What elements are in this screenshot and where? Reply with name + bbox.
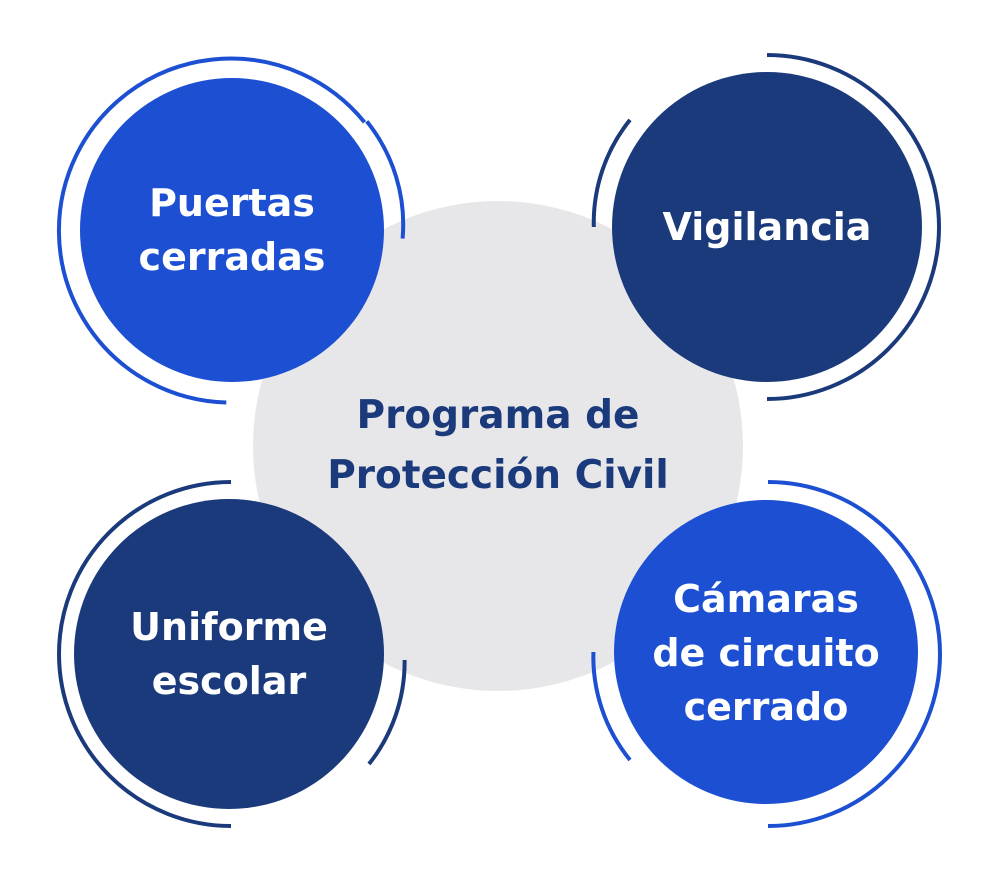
label-uniforme-escolar: Uniforme escolar xyxy=(130,605,328,703)
outer-arc-uniforme-escolar xyxy=(57,480,232,828)
circle-camaras-circuito-cerrado xyxy=(614,500,918,804)
center-label: Programa de Protección Civil xyxy=(327,393,669,498)
node-uniforme-escolar xyxy=(57,480,407,828)
center-circle xyxy=(253,201,743,691)
circle-uniforme-escolar xyxy=(74,499,384,809)
inner-arc-uniforme-escolar xyxy=(367,659,407,766)
inner-arc-vigilancia xyxy=(591,118,632,228)
circle-vigilancia xyxy=(612,72,922,382)
label-camaras-circuito-cerrado: Cámaras de circuito cerrado xyxy=(652,577,880,729)
node-puertas-cerradas xyxy=(56,56,406,405)
outer-arc-vigilancia xyxy=(766,53,941,401)
label-puertas-cerradas: Puertas cerradas xyxy=(138,181,326,279)
outer-arc-camaras-circuito-cerrado xyxy=(767,480,942,828)
outer-arc-puertas-cerradas xyxy=(56,56,367,405)
node-camaras-circuito-cerrado xyxy=(591,480,942,828)
inner-arc-camaras-circuito-cerrado xyxy=(591,651,632,762)
label-vigilancia: Vigilancia xyxy=(662,205,872,249)
circle-puertas-cerradas xyxy=(80,78,384,382)
inner-arc-puertas-cerradas xyxy=(365,120,406,239)
node-vigilancia xyxy=(591,53,941,401)
